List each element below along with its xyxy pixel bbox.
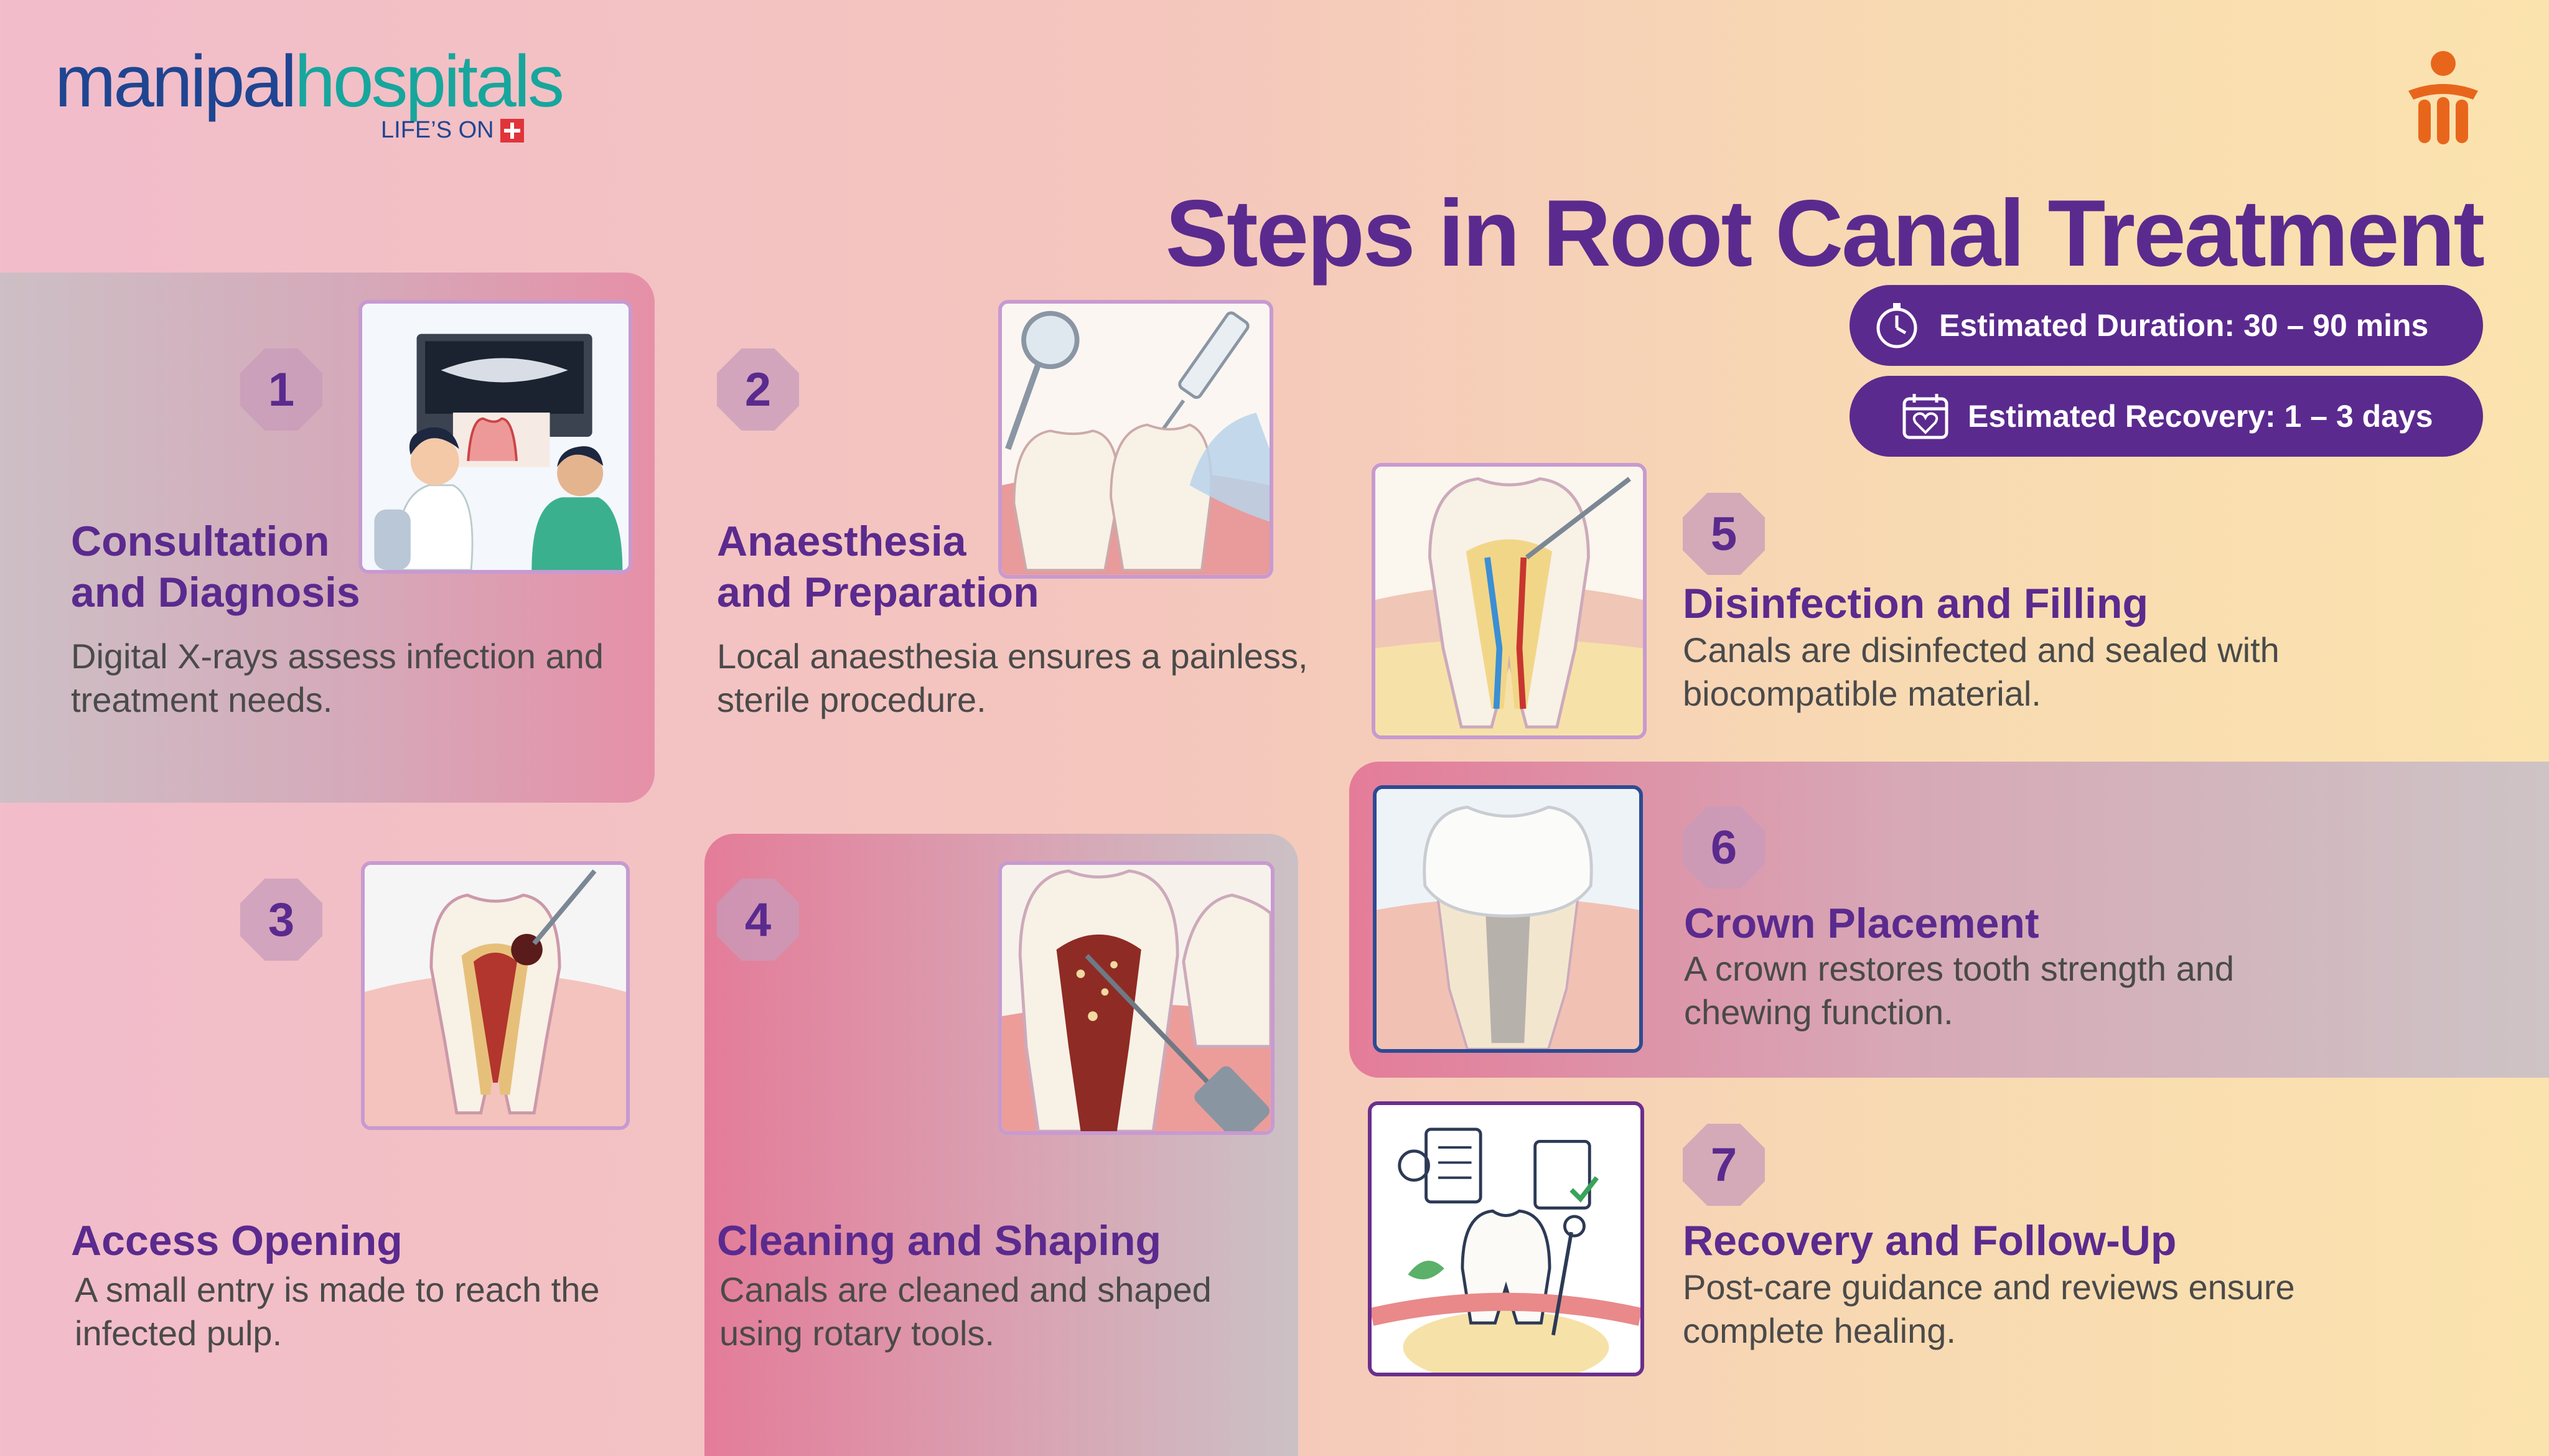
step-7-desc-line1: Post-care guidance and reviews ensure (1683, 1267, 2295, 1307)
anaesthesia-syringe-illustration (1002, 304, 1270, 575)
brand-logo[interactable]: manipalhospitals (55, 45, 564, 118)
duration-pill: Estimated Duration: 30 – 90 mins (1850, 285, 2483, 366)
step-6-description: A crown restores tooth strength and chew… (1684, 947, 2234, 1034)
brand-name-part1: manipal (55, 40, 297, 123)
disinfection-filling-illustration (1375, 467, 1643, 735)
step-6-illustration (1373, 785, 1643, 1053)
xray-consultation-illustration (362, 304, 629, 570)
step-1-illustration (358, 300, 632, 574)
duration-text: Estimated Duration: 30 – 90 mins (1939, 308, 2429, 343)
step-5-desc-line1: Canals are disinfected and sealed with (1683, 630, 2280, 670)
step-3-desc-line2: infected pulp. (75, 1314, 283, 1353)
step-6-desc-line1: A crown restores tooth strength and (1684, 949, 2235, 988)
brand-tagline: LIFE’S ON (381, 117, 524, 144)
step-3-description: A small entry is made to reach the infec… (75, 1268, 600, 1355)
step-7-description: Post-care guidance and reviews ensure co… (1683, 1266, 2295, 1353)
step-2-number: 2 (717, 348, 799, 431)
step-3-illustration (361, 861, 630, 1130)
step-4-title: Cleaning and Shaping (717, 1217, 1162, 1264)
step-1-desc-line1: Digital X-rays assess infection and (71, 637, 604, 676)
manipal-mascot-icon (2408, 51, 2478, 144)
step-6-number: 6 (1683, 806, 1765, 889)
step-4-desc-line1: Canals are cleaned and shaped (719, 1270, 1212, 1309)
step-2-title-line1: Anaesthesia (717, 518, 966, 565)
calendar-heart-icon (1902, 394, 1948, 439)
step-1-number: 1 (240, 348, 322, 431)
step-1-title: Consultation and Diagnosis (71, 516, 360, 618)
step-2-title: Anaesthesia and Preparation (717, 516, 1039, 618)
step-2-description: Local anaesthesia ensures a painless, st… (717, 635, 1308, 722)
step-4-illustration (998, 861, 1274, 1135)
step-3-number: 3 (240, 879, 322, 961)
step-5-description: Canals are disinfected and sealed with b… (1683, 628, 2280, 716)
step-5-desc-line2: biocompatible material. (1683, 674, 2041, 713)
step-7-title: Recovery and Follow-Up (1683, 1217, 2177, 1264)
step-1-title-line2: and Diagnosis (71, 568, 360, 616)
brand-name-part2: hospitals (294, 40, 564, 123)
step-5-illustration (1372, 463, 1647, 739)
step-1-description: Digital X-rays assess infection and trea… (71, 635, 604, 722)
page-title: Steps in Root Canal Treatment (1165, 180, 2485, 286)
step-4-desc-line2: using rotary tools. (719, 1314, 994, 1353)
step-6-desc-line2: chewing function. (1684, 992, 1953, 1032)
recovery-pill: Estimated Recovery: 1 – 3 days (1850, 376, 2483, 457)
step-5-number: 5 (1683, 493, 1765, 575)
rotary-cleaning-illustration (1002, 865, 1271, 1131)
recovery-followup-illustration (1372, 1105, 1640, 1373)
step-3-desc-line1: A small entry is made to reach the (75, 1270, 600, 1309)
step-2-title-line2: and Preparation (717, 568, 1039, 616)
step-4-number: 4 (717, 879, 799, 961)
step-2-illustration (998, 300, 1273, 579)
step-6-title: Crown Placement (1684, 900, 2039, 947)
access-opening-illustration (365, 865, 626, 1126)
brand-tagline-text: LIFE’S ON (381, 117, 494, 143)
step-5-title: Disinfection and Filling (1683, 580, 2148, 627)
step-7-number: 7 (1683, 1124, 1765, 1206)
recovery-text: Estimated Recovery: 1 – 3 days (1968, 399, 2433, 434)
crown-placement-illustration (1377, 789, 1639, 1049)
step-7-desc-line2: complete healing. (1683, 1311, 1956, 1350)
step-4-description: Canals are cleaned and shaped using rota… (719, 1268, 1212, 1355)
step-2-desc-line1: Local anaesthesia ensures a painless, (717, 637, 1308, 676)
red-cross-icon (500, 118, 524, 142)
step-2-desc-line2: sterile procedure. (717, 680, 986, 719)
step-1-desc-line2: treatment needs. (71, 680, 333, 719)
stopwatch-icon (1876, 303, 1917, 348)
step-3-title: Access Opening (71, 1217, 403, 1264)
step-1-title-line1: Consultation (71, 518, 330, 565)
step-7-illustration (1368, 1101, 1644, 1376)
